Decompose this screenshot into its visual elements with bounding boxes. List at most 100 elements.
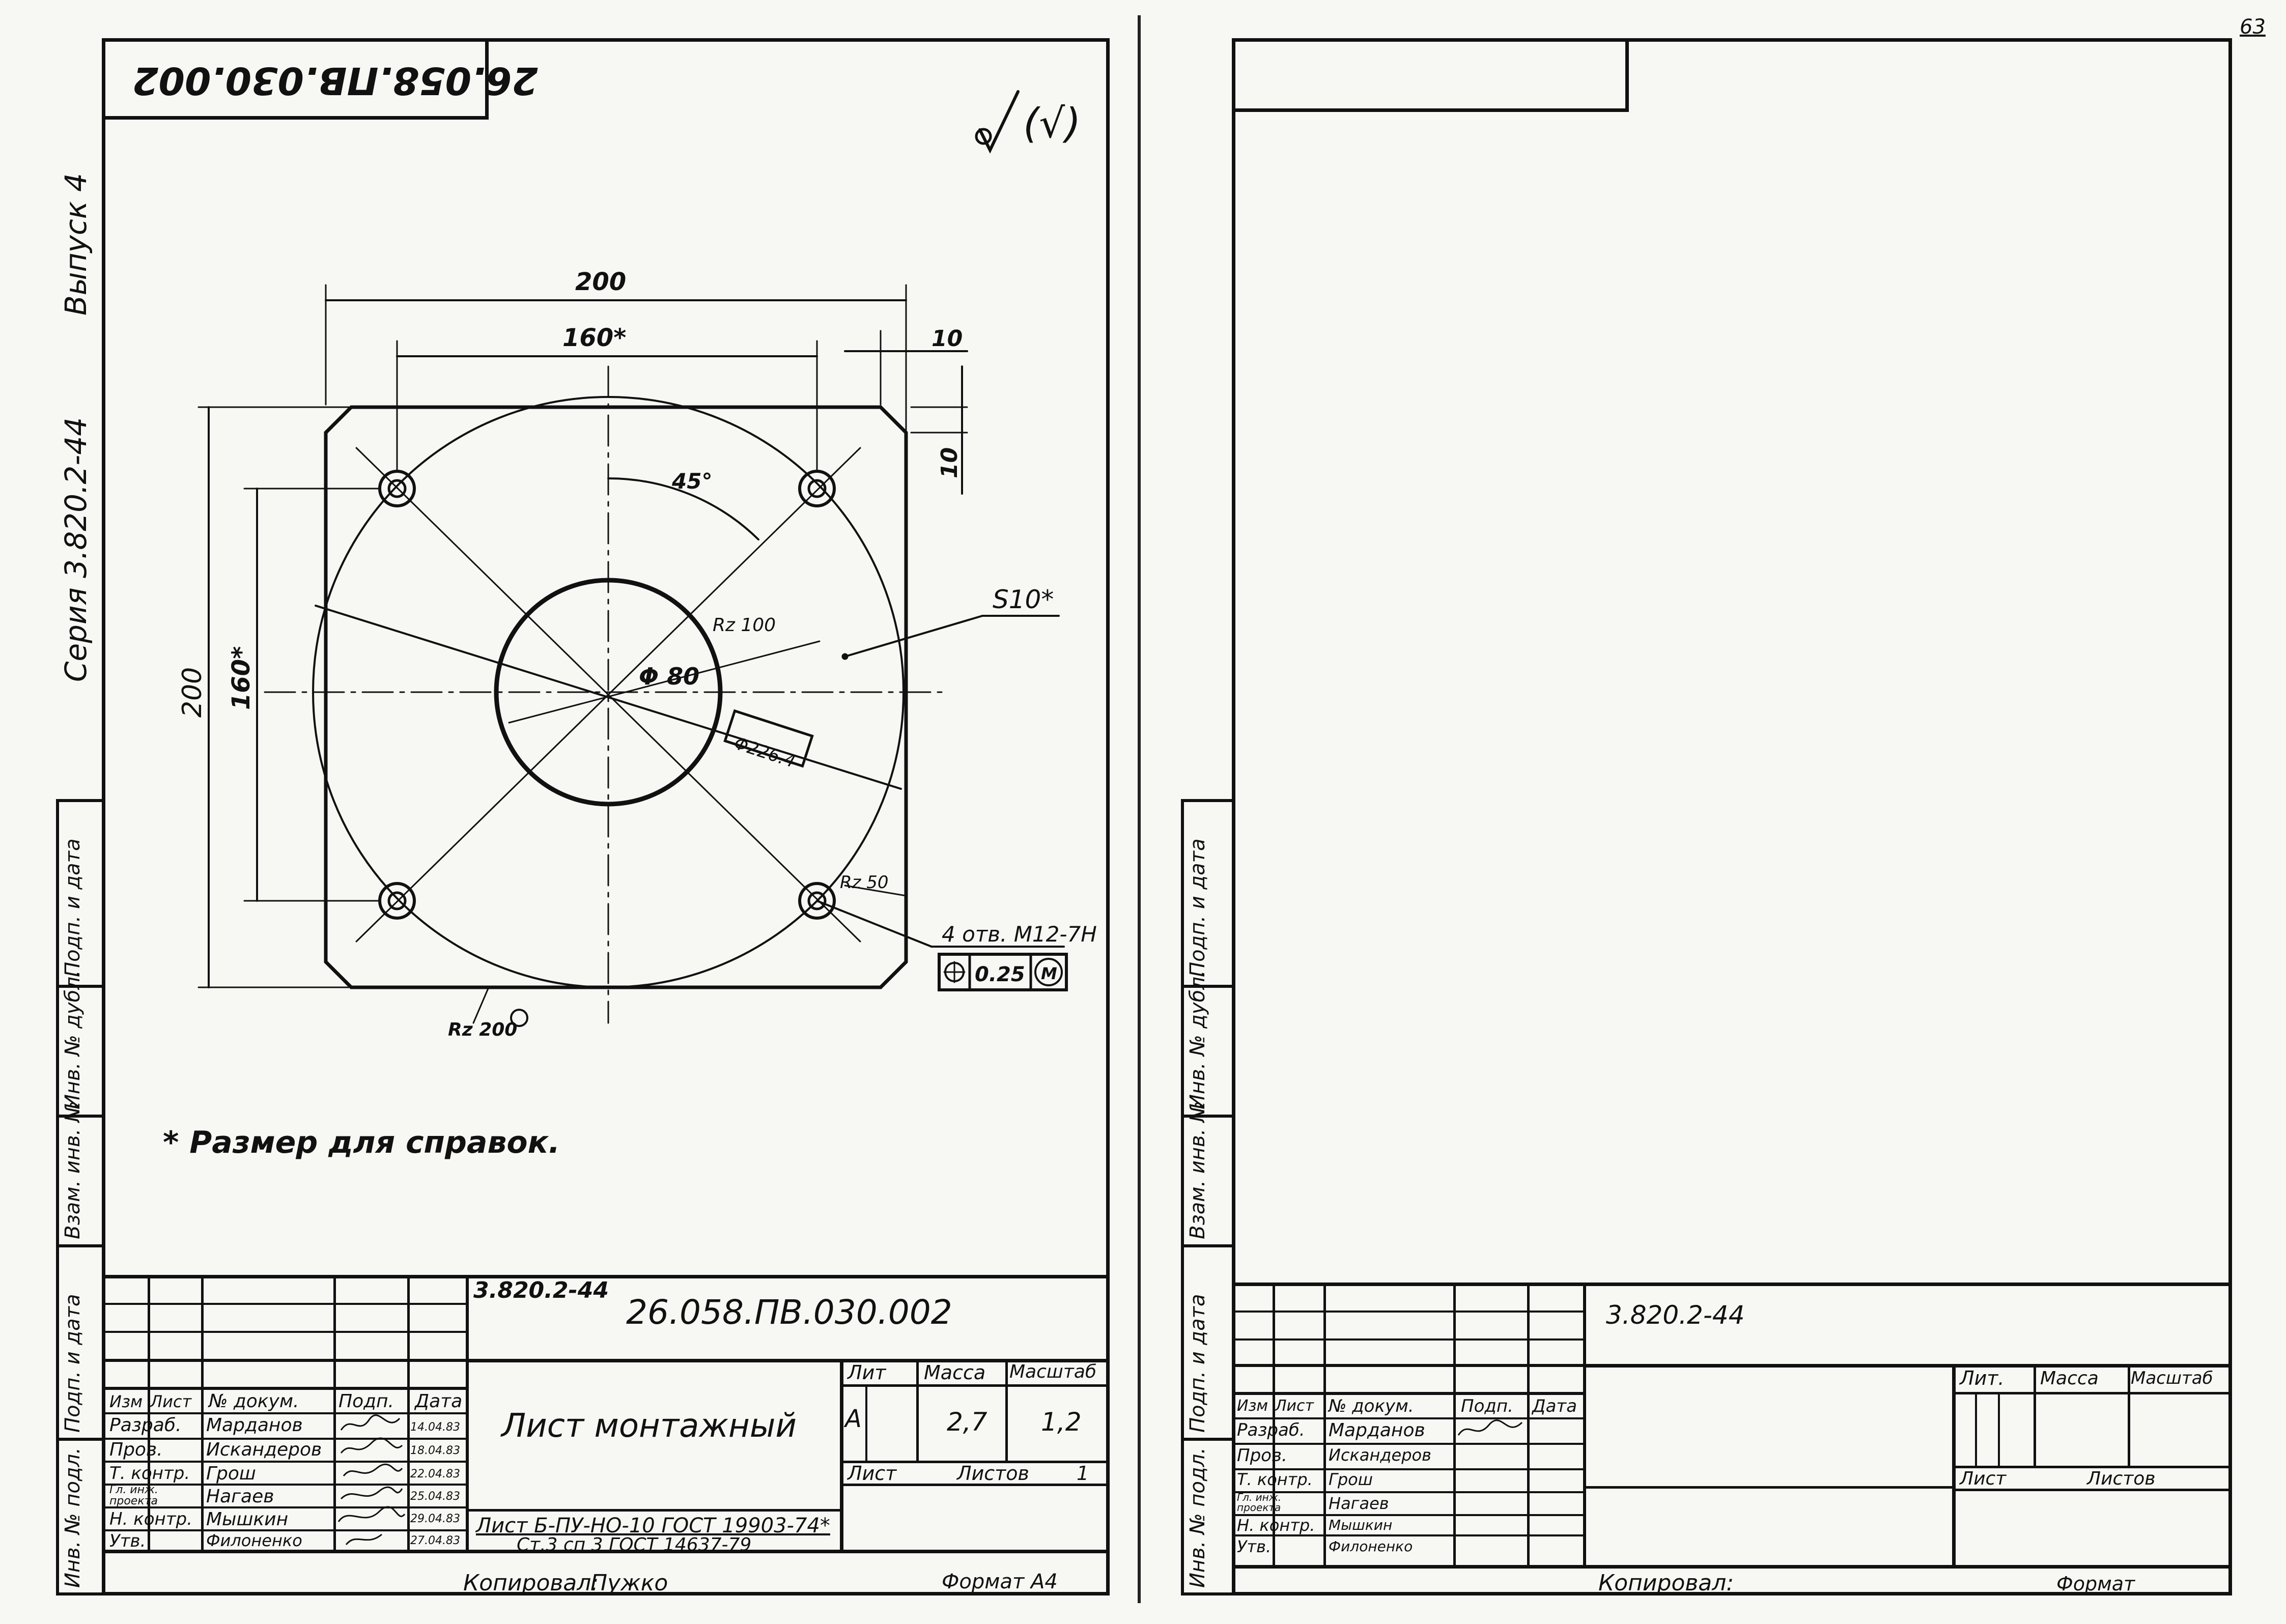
roughness-bolt-label: Rz 50 — [840, 872, 889, 893]
tb-header: Лист — [150, 1392, 192, 1411]
dim-160-left: 160* — [227, 646, 256, 710]
tb-name: Грош — [206, 1463, 256, 1484]
rtb-lit-label: Лит. — [1960, 1367, 2005, 1389]
tb-mass-label: Масса — [924, 1361, 986, 1384]
format-label: Формат А4 — [942, 1570, 1058, 1593]
tb-scale-value: 1,2 — [1041, 1407, 1082, 1437]
tb-material-1: Лист Б-ПУ-НО-10 ГОСТ 19903-74* — [476, 1514, 830, 1537]
tb-title: Лист монтажный — [501, 1407, 797, 1445]
tb-date: 22.04.83 — [410, 1468, 460, 1480]
rtb-role: Разраб. — [1237, 1420, 1305, 1440]
bolt-hole — [798, 470, 836, 507]
rtb-mass-label: Масса — [2040, 1368, 2099, 1389]
page-number: 63 — [2240, 15, 2266, 39]
tb-series-code: 3.820.2-44 — [473, 1277, 609, 1303]
diagonal-line — [355, 447, 861, 943]
outer-dia-label: Φ226.4 — [731, 733, 798, 772]
tb-role: Разраб. — [109, 1415, 182, 1436]
strip-divider — [56, 1244, 105, 1247]
rtb-sheet-label: Лист — [1960, 1468, 2007, 1489]
center-divider — [1138, 15, 1141, 1603]
rtb-header: Лист — [1275, 1397, 1314, 1415]
side-col-label: Подп. и дата — [61, 1294, 84, 1433]
tolerance-frame — [938, 953, 1068, 991]
dim-160-top: 160* — [562, 324, 626, 352]
tb-material-2: Ст.3 сп 3 ГОСТ 14637-79 — [517, 1534, 752, 1555]
rtb-series-code: 3.820.2-44 — [1606, 1300, 1745, 1330]
rtb-name: Нагаев — [1329, 1494, 1389, 1513]
right-binding-strip — [1181, 799, 1234, 1595]
side-col-label: Взам. инв. № — [1186, 1101, 1209, 1239]
strip-divider — [56, 1115, 105, 1118]
tb-name: Мышкин — [206, 1509, 289, 1530]
rtb-name: Грош — [1329, 1470, 1373, 1489]
tolerance-value: 0.25 — [975, 963, 1025, 986]
rtb-header: № докум. — [1329, 1396, 1414, 1416]
tb-name: Искандеров — [206, 1439, 322, 1460]
copied-name: Пужко — [590, 1570, 668, 1596]
side-col-label: Инв. № дубл. — [1186, 970, 1209, 1109]
rtb-role: Н. контр. — [1237, 1516, 1315, 1535]
tb-name: Нагаев — [206, 1486, 274, 1507]
rtb-role: Утв. — [1237, 1537, 1272, 1556]
right-copied-label: Копировал: — [1598, 1570, 1734, 1596]
tb-name: Марданов — [206, 1415, 303, 1436]
rtb-role: Гл. инж. проекта — [1237, 1491, 1282, 1514]
tb-date: 25.04.83 — [410, 1490, 460, 1503]
thickness-label: S10* — [993, 585, 1054, 614]
rtb-header: Дата — [1532, 1396, 1577, 1416]
signatures — [337, 1414, 406, 1545]
tb-lit-value: А — [845, 1405, 862, 1433]
copied-label: Копировал: — [463, 1570, 599, 1596]
tb-date: 29.04.83 — [410, 1513, 460, 1525]
rtb-role: Пров. — [1237, 1445, 1287, 1466]
roughness-hole-label: Rz 100 — [713, 615, 776, 636]
strip-divider — [56, 985, 105, 988]
side-col-label: Подп. и дата — [1186, 1294, 1209, 1433]
right-frame — [1232, 38, 2232, 1595]
side-col-label: Подп. и дата — [1186, 838, 1209, 977]
roughness-edge-label: Rz 200 — [448, 1019, 517, 1040]
dim-10-right: 10 — [937, 447, 963, 478]
roughness-symbol-paren: (√) — [1023, 100, 1081, 147]
left-frame — [102, 38, 1110, 1595]
tb-doc-number: 26.058.ПВ.030.002 — [626, 1293, 952, 1332]
bore-dia-label: Φ 80 — [639, 663, 699, 690]
rtb-header: Подп. — [1461, 1396, 1513, 1416]
tb-name: Филоненко — [206, 1531, 302, 1550]
rtb-name: Мышкин — [1329, 1517, 1393, 1533]
footnote: * Размер для справок. — [163, 1125, 560, 1160]
rtb-header: Изм — [1237, 1397, 1268, 1415]
rtb-scale-label: Масштаб — [2131, 1368, 2213, 1388]
right-title-block — [1232, 1283, 2232, 1286]
dim-200-top: 200 — [575, 268, 626, 296]
tb-mass-value: 2,7 — [947, 1407, 987, 1437]
rtb-name: Искандеров — [1329, 1445, 1431, 1465]
tb-date: 27.04.83 — [410, 1534, 460, 1547]
side-col-label: Инв. № подл. — [1186, 1447, 1209, 1588]
tb-role: Утв. — [109, 1531, 146, 1551]
tb-role: Пров. — [109, 1439, 163, 1460]
dim-200-left: 200 — [177, 667, 208, 718]
angle-arc — [607, 477, 759, 540]
right-format-label: Формат — [2056, 1573, 2135, 1595]
tb-date: 14.04.83 — [410, 1421, 460, 1434]
rtb-name: Филоненко — [1329, 1538, 1413, 1555]
holes-note: 4 отв. М12-7Н — [942, 922, 1097, 947]
tb-date: 18.04.83 — [410, 1444, 460, 1457]
tb-header: Подп. — [338, 1391, 394, 1412]
rtb-sheets-label: Листов — [2087, 1468, 2156, 1489]
bolt-hole — [798, 882, 836, 920]
tb-scale-label: Масштаб — [1009, 1361, 1097, 1382]
tb-lit-label: Лит — [848, 1361, 886, 1384]
rtb-name: Марданов — [1329, 1420, 1425, 1441]
strip-divider — [56, 1438, 105, 1441]
angle-label: 45° — [671, 469, 712, 494]
dim-10-top: 10 — [932, 326, 963, 352]
left-binding-strip — [56, 799, 105, 1595]
right-signature — [1457, 1419, 1523, 1436]
tolerance-modifier: M — [1041, 964, 1057, 983]
tb-sheets-label: Листов — [957, 1462, 1029, 1485]
tb-role: Н. контр. — [109, 1509, 192, 1529]
